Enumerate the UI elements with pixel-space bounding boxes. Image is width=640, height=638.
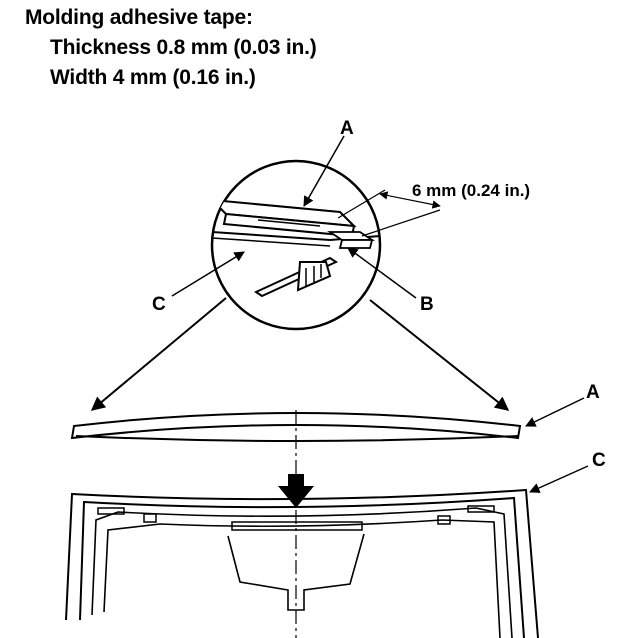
windshield-glass (65, 488, 539, 638)
svg-text:A: A (586, 382, 600, 403)
detail-circle (210, 159, 382, 331)
down-arrow-icon (278, 474, 314, 508)
tape-spec-title: Molding adhesive tape: (25, 6, 253, 29)
callout-a-main: A (525, 382, 600, 427)
tape-width-spec: Width 4 mm (0.16 in.) (50, 66, 256, 89)
callout-c-main: C (529, 450, 606, 493)
zoom-arrows (90, 297, 510, 411)
callout-c-detail: C (152, 251, 245, 315)
svg-text:C: C (152, 294, 166, 315)
tape-thickness-spec: Thickness 0.8 mm (0.03 in.) (50, 36, 317, 59)
svg-text:C: C (592, 450, 606, 471)
callout-b-detail: B (347, 247, 434, 315)
callout-a-detail: A (303, 118, 354, 207)
dimension-label: 6 mm (0.24 in.) (412, 181, 530, 200)
dimension-6mm (337, 189, 441, 237)
svg-text:A: A (340, 118, 354, 139)
svg-text:B: B (420, 294, 434, 315)
